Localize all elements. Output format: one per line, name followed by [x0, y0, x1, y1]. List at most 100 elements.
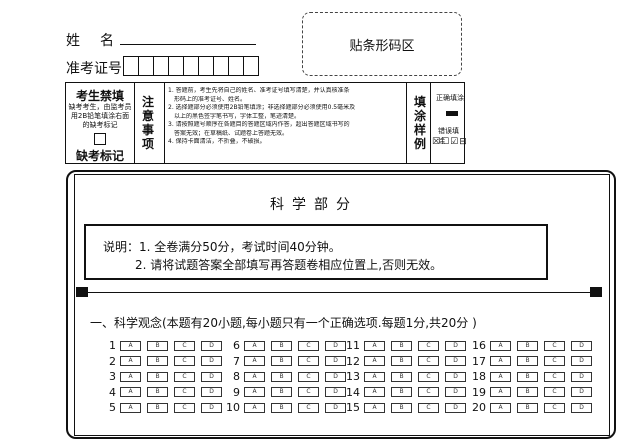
answer-option-a[interactable]: A: [364, 371, 385, 382]
answer-option-a[interactable]: A: [490, 356, 511, 367]
answer-option-a[interactable]: A: [244, 340, 265, 351]
answer-option-a[interactable]: A: [364, 387, 385, 398]
answer-option-a[interactable]: A: [244, 387, 265, 398]
answer-option-c[interactable]: C: [544, 387, 565, 398]
answer-option-d[interactable]: D: [445, 387, 466, 398]
answer-option-d[interactable]: D: [445, 356, 466, 367]
answer-option-b[interactable]: B: [391, 371, 412, 382]
answer-option-a[interactable]: A: [490, 340, 511, 351]
answer-option-c[interactable]: C: [298, 340, 319, 351]
answer-option-d[interactable]: D: [325, 356, 346, 367]
answer-option-a[interactable]: A: [490, 371, 511, 382]
question-number: 6: [233, 339, 240, 353]
answer-option-b[interactable]: B: [517, 402, 538, 413]
answer-option-a[interactable]: A: [120, 356, 141, 367]
answer-option-c[interactable]: C: [174, 402, 195, 413]
answer-option-b[interactable]: B: [147, 387, 168, 398]
answer-option-c[interactable]: C: [298, 387, 319, 398]
answer-option-c[interactable]: C: [418, 356, 439, 367]
answer-option-d[interactable]: D: [325, 387, 346, 398]
answer-option-c[interactable]: C: [418, 387, 439, 398]
answer-option-a[interactable]: A: [364, 356, 385, 367]
answer-option-a[interactable]: A: [120, 387, 141, 398]
answer-option-d[interactable]: D: [571, 340, 592, 351]
info-box: 考生禁填 缺考考生，由监考员用2B铅笔填涂右面的缺考标记 缺考标记 注意事项 1…: [65, 82, 467, 164]
answer-option-d[interactable]: D: [571, 387, 592, 398]
id-digit-box[interactable]: [138, 56, 154, 76]
answer-option-c[interactable]: C: [544, 340, 565, 351]
answer-option-a[interactable]: A: [364, 402, 385, 413]
question-number: 17: [472, 354, 486, 368]
answer-option-d[interactable]: D: [201, 356, 222, 367]
answer-option-c[interactable]: C: [174, 340, 195, 351]
answer-option-b[interactable]: B: [391, 402, 412, 413]
answer-option-a[interactable]: A: [120, 371, 141, 382]
answer-option-c[interactable]: C: [174, 371, 195, 382]
absent-checkbox[interactable]: [94, 133, 106, 145]
exam-id-boxes[interactable]: [123, 56, 259, 76]
filled-mark-icon: [446, 111, 458, 116]
id-digit-box[interactable]: [243, 56, 259, 76]
answer-option-b[interactable]: B: [271, 356, 292, 367]
answer-option-a[interactable]: A: [120, 402, 141, 413]
answer-option-b[interactable]: B: [517, 387, 538, 398]
id-digit-box[interactable]: [213, 56, 229, 76]
name-field[interactable]: [120, 44, 256, 45]
id-digit-box[interactable]: [228, 56, 244, 76]
answer-option-a[interactable]: A: [364, 340, 385, 351]
answer-option-b[interactable]: B: [271, 371, 292, 382]
answer-option-b[interactable]: B: [147, 356, 168, 367]
answer-option-a[interactable]: A: [244, 402, 265, 413]
answer-option-d[interactable]: D: [201, 402, 222, 413]
answer-option-c[interactable]: C: [298, 356, 319, 367]
answer-option-b[interactable]: B: [271, 340, 292, 351]
instruction-line-1: 说明：1. 全卷满分50分，考试时间40分钟。: [103, 240, 341, 254]
id-digit-box[interactable]: [183, 56, 199, 76]
answer-option-d[interactable]: D: [325, 371, 346, 382]
answer-option-c[interactable]: C: [174, 356, 195, 367]
answer-option-d[interactable]: D: [325, 340, 346, 351]
answer-option-c[interactable]: C: [544, 371, 565, 382]
answer-option-c[interactable]: C: [298, 371, 319, 382]
answer-option-d[interactable]: D: [201, 340, 222, 351]
id-digit-box[interactable]: [168, 56, 184, 76]
answer-option-a[interactable]: A: [490, 387, 511, 398]
answer-option-c[interactable]: C: [544, 402, 565, 413]
answer-option-d[interactable]: D: [571, 356, 592, 367]
question-number: 12: [346, 354, 360, 368]
answer-option-d[interactable]: D: [445, 402, 466, 413]
answer-option-b[interactable]: B: [517, 356, 538, 367]
answer-option-b[interactable]: B: [391, 340, 412, 351]
answer-option-d[interactable]: D: [325, 402, 346, 413]
answer-option-d[interactable]: D: [445, 371, 466, 382]
answer-option-c[interactable]: C: [174, 387, 195, 398]
answer-option-a[interactable]: A: [490, 402, 511, 413]
answer-option-c[interactable]: C: [418, 340, 439, 351]
answer-option-b[interactable]: B: [147, 402, 168, 413]
answer-option-d[interactable]: D: [571, 371, 592, 382]
id-digit-box[interactable]: [153, 56, 169, 76]
id-digit-box[interactable]: [123, 56, 139, 76]
id-digit-box[interactable]: [198, 56, 214, 76]
answer-option-b[interactable]: B: [517, 340, 538, 351]
answer-option-b[interactable]: B: [517, 371, 538, 382]
sample-wrong-label: 错误填涂: [438, 127, 459, 145]
answer-option-c[interactable]: C: [544, 356, 565, 367]
answer-option-d[interactable]: D: [445, 340, 466, 351]
answer-option-b[interactable]: B: [147, 340, 168, 351]
answer-option-d[interactable]: D: [201, 387, 222, 398]
answer-option-d[interactable]: D: [571, 402, 592, 413]
answer-option-a[interactable]: A: [120, 340, 141, 351]
answer-option-c[interactable]: C: [298, 402, 319, 413]
answer-option-b[interactable]: B: [271, 387, 292, 398]
answer-option-a[interactable]: A: [244, 371, 265, 382]
answer-option-c[interactable]: C: [418, 402, 439, 413]
answer-option-d[interactable]: D: [201, 371, 222, 382]
answer-option-b[interactable]: B: [391, 356, 412, 367]
answer-option-a[interactable]: A: [244, 356, 265, 367]
answer-option-c[interactable]: C: [418, 371, 439, 382]
answer-option-b[interactable]: B: [271, 402, 292, 413]
answer-option-b[interactable]: B: [147, 371, 168, 382]
answer-option-b[interactable]: B: [391, 387, 412, 398]
